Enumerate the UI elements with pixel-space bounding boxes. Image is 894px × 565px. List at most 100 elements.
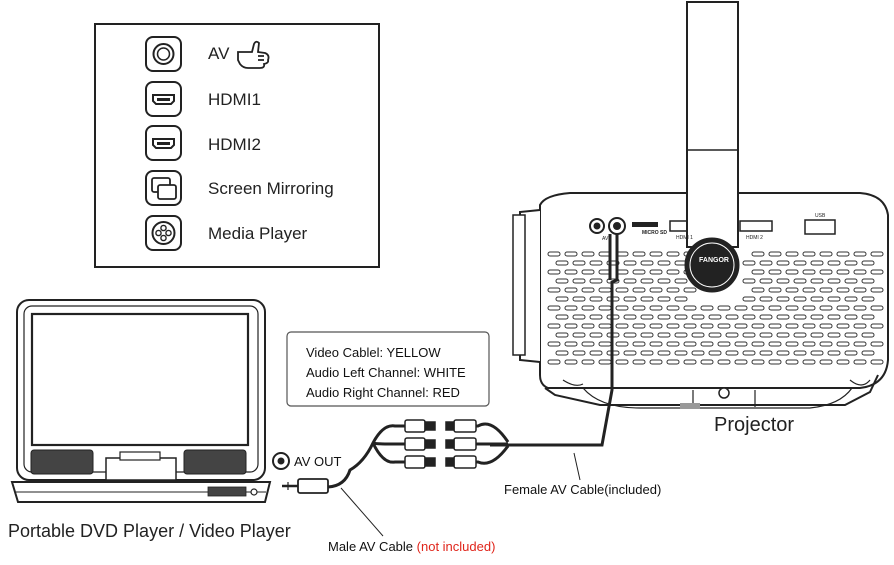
vent-slot xyxy=(836,251,850,257)
vent-slot xyxy=(819,251,833,257)
vent-slot xyxy=(742,350,756,356)
vent-slot xyxy=(725,314,739,320)
vent-slot xyxy=(657,260,671,266)
vent-slot xyxy=(768,269,782,275)
vent-slot xyxy=(666,251,680,257)
vent-slot xyxy=(751,251,765,257)
vent-slot xyxy=(810,332,824,338)
vent-slot xyxy=(632,323,646,329)
vent-slot xyxy=(793,260,807,266)
circle-port-icon xyxy=(145,36,182,72)
vent-slot xyxy=(776,332,790,338)
vent-slot xyxy=(615,305,629,311)
vent-slot xyxy=(555,278,569,284)
vent-slot xyxy=(572,350,586,356)
dvd-player-caption: Portable DVD Player / Video Player xyxy=(8,521,291,541)
av-out-label: AV OUT xyxy=(294,454,342,469)
vent-slot xyxy=(810,260,824,266)
vent-slot xyxy=(734,305,748,311)
vent-slot xyxy=(827,278,841,284)
vent-slot xyxy=(581,305,595,311)
vent-slot xyxy=(827,350,841,356)
vent-slot xyxy=(589,278,603,284)
vent-slot xyxy=(819,269,833,275)
rca-plugs-male xyxy=(404,419,436,469)
vent-slot xyxy=(666,323,680,329)
legend-audio-right: Audio Right Channel: RED xyxy=(306,385,460,400)
vent-slot xyxy=(547,305,561,311)
vent-slot xyxy=(700,305,714,311)
vent-slot xyxy=(759,260,773,266)
vent-slot xyxy=(734,341,748,347)
vent-slot xyxy=(759,314,773,320)
av-out-port-icon xyxy=(272,452,290,470)
vent-slot xyxy=(708,350,722,356)
vent-slot xyxy=(640,350,654,356)
vent-slot xyxy=(827,296,841,302)
vent-slot xyxy=(547,287,561,293)
vent-slot xyxy=(632,359,646,365)
female-cable-label: Female AV Cable(included) xyxy=(504,482,662,497)
vent-slot xyxy=(708,332,722,338)
vent-slot xyxy=(785,305,799,311)
vent-slot xyxy=(759,350,773,356)
vent-slot xyxy=(768,305,782,311)
legend-video: Video Cablel: YELLOW xyxy=(306,345,441,360)
vent-slot xyxy=(700,323,714,329)
vent-slot xyxy=(700,359,714,365)
vent-slot xyxy=(853,251,867,257)
vent-slot xyxy=(674,296,688,302)
vent-slot xyxy=(776,296,790,302)
vent-slot xyxy=(785,251,799,257)
vent-slot xyxy=(717,323,731,329)
vent-slot xyxy=(717,305,731,311)
vent-slot xyxy=(666,269,680,275)
dvd-player xyxy=(10,299,272,503)
vent-slot xyxy=(776,350,790,356)
vent-slot xyxy=(632,341,646,347)
vent-slot xyxy=(674,350,688,356)
vent-slot xyxy=(700,341,714,347)
vent-slot xyxy=(649,269,663,275)
vent-slot xyxy=(836,287,850,293)
vent-slot xyxy=(844,296,858,302)
vent-slot xyxy=(802,251,816,257)
vent-slot xyxy=(870,323,884,329)
screen-mirroring-icon xyxy=(145,170,182,206)
vent-slot xyxy=(683,305,697,311)
hand-pointer-icon xyxy=(237,40,270,69)
vent-slot xyxy=(589,350,603,356)
projector-brand: FANGOR xyxy=(699,257,729,264)
vent-slot xyxy=(853,269,867,275)
vent-slot xyxy=(768,359,782,365)
vent-slot xyxy=(657,278,671,284)
vent-slot xyxy=(649,323,663,329)
vent-slot xyxy=(853,287,867,293)
vent-slot xyxy=(802,269,816,275)
vent-slot xyxy=(861,314,875,320)
vent-slot xyxy=(555,260,569,266)
vent-slot xyxy=(768,251,782,257)
vent-slot xyxy=(793,314,807,320)
vent-slot xyxy=(861,332,875,338)
vent-slot xyxy=(776,260,790,266)
vent-slot xyxy=(657,350,671,356)
vent-slot xyxy=(793,278,807,284)
vent-slot xyxy=(564,341,578,347)
vent-slot xyxy=(691,332,705,338)
port-label-hdmi2: HDMI 2 xyxy=(746,235,763,241)
vent-slot xyxy=(589,260,603,266)
vent-slot xyxy=(870,287,884,293)
male-cable-text: Male AV Cable xyxy=(328,539,414,554)
hdmi1-icon xyxy=(145,81,182,117)
vent-slot xyxy=(836,341,850,347)
vent-slot xyxy=(853,323,867,329)
vent-slot xyxy=(632,251,646,257)
input-source-menu xyxy=(94,23,380,268)
vent-slot xyxy=(564,251,578,257)
vent-slot xyxy=(547,251,561,257)
vent-slot xyxy=(615,323,629,329)
vent-slot xyxy=(581,269,595,275)
